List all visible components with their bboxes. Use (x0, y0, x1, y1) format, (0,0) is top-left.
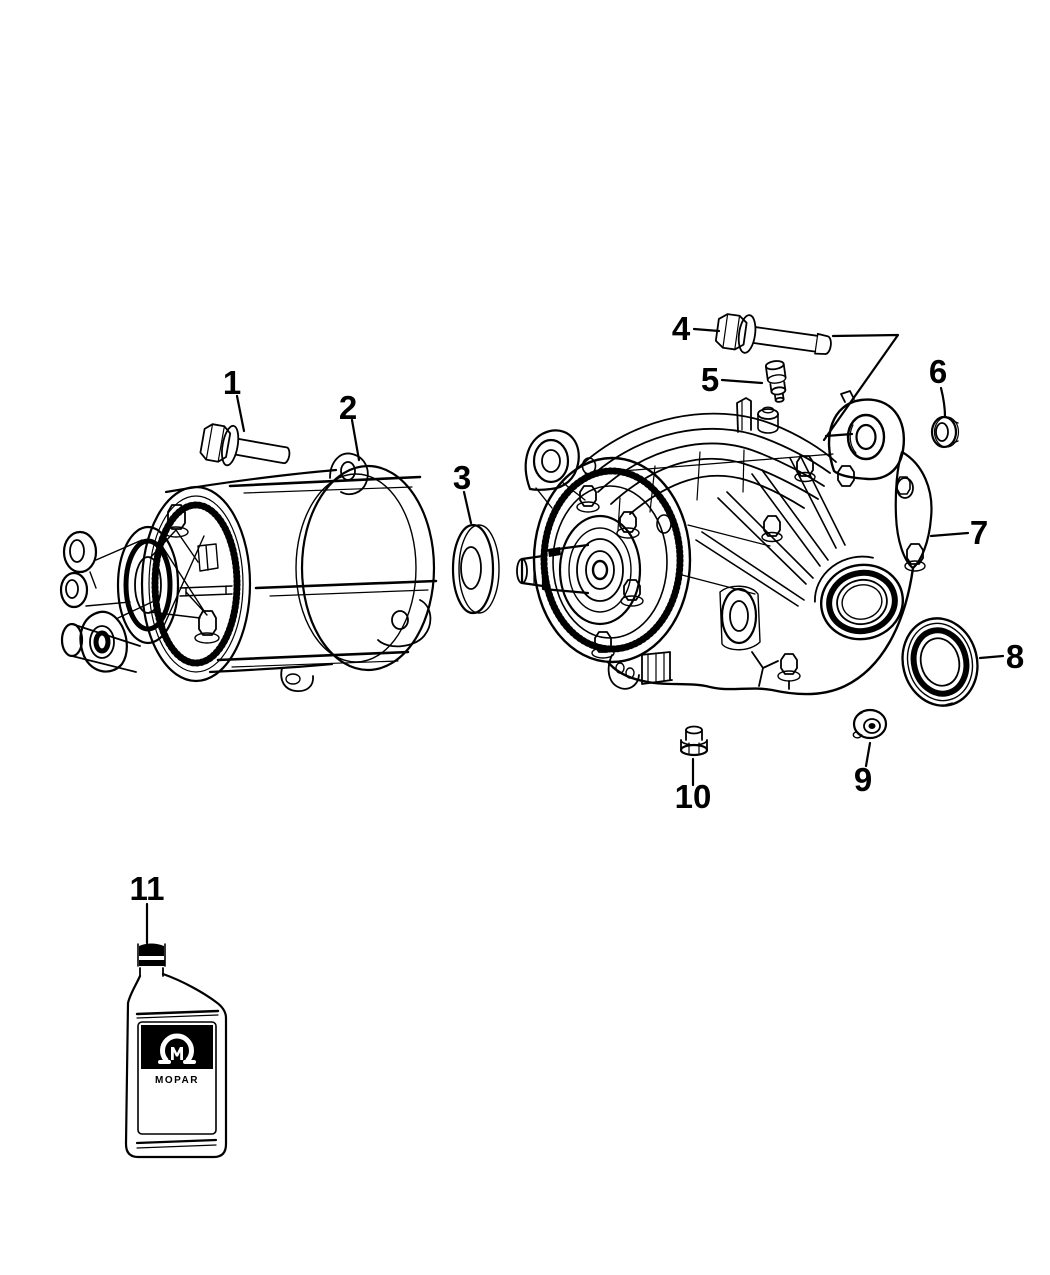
part-7-differential-assembly (516, 390, 933, 696)
bottle-cap (139, 943, 164, 956)
part-2-coupling-housing (59, 452, 438, 692)
leader-1 (235, 394, 246, 433)
leader-4-reference (822, 333, 900, 442)
flange-bolt (576, 485, 600, 513)
callout-labels: 1 2 3 4 5 6 7 8 9 10 11 (130, 310, 1025, 907)
part-10-plug (679, 725, 709, 757)
callout-4-label: 4 (672, 310, 691, 347)
leader-4 (692, 327, 721, 333)
output-bore (814, 555, 905, 641)
leader-6 (939, 386, 947, 419)
callout-5-label: 5 (701, 361, 719, 398)
callout-6-label: 6 (929, 353, 947, 390)
label-band (141, 1025, 213, 1069)
callout-7-label: 7 (970, 514, 988, 551)
part-6-washer (930, 415, 960, 449)
callout-8-label: 8 (1006, 638, 1024, 675)
flange-bolt (591, 631, 615, 659)
leader-3 (462, 490, 473, 525)
leader-lines (145, 327, 1005, 945)
part-3-shim (451, 523, 500, 615)
callout-2-label: 2 (339, 389, 357, 426)
callout-1-label: 1 (223, 364, 241, 401)
leader-9 (864, 741, 872, 768)
part-11-fluid-bottle: MOPAR (124, 943, 228, 1159)
callout-10-label: 10 (675, 778, 712, 815)
bottle-label (137, 1021, 217, 1135)
mopar-logo (158, 1033, 196, 1064)
part-4-hex-flange-bolt (714, 313, 832, 355)
leader-8 (978, 654, 1005, 660)
callout-9-label: 9 (854, 761, 872, 798)
bottle-brand-text: MOPAR (155, 1075, 199, 1086)
callout-11-label: 11 (130, 870, 165, 907)
part-5-vent (764, 360, 787, 403)
leader-7 (929, 531, 970, 538)
part-1-hex-flange-bolt (199, 423, 291, 467)
callout-3-label: 3 (453, 459, 471, 496)
flange-bolt (620, 579, 644, 607)
part-8-seal (901, 617, 979, 707)
flange-bolt (616, 511, 640, 539)
leader-2 (350, 418, 361, 462)
leader-5 (720, 378, 764, 385)
part-9-plug (852, 708, 888, 740)
